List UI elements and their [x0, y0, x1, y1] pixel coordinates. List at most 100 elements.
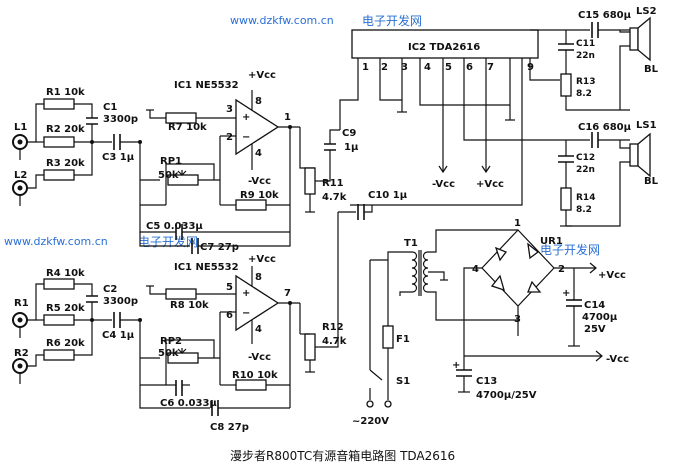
r2-jack — [12, 358, 28, 374]
c9-symbol — [324, 143, 336, 151]
ic2-pin-5: 5 — [445, 62, 452, 73]
r2-label: R2 20k — [46, 124, 85, 135]
c12-symbol — [558, 155, 574, 163]
c16-symbol — [591, 132, 599, 148]
l1-jack — [12, 134, 28, 150]
r9-body — [235, 199, 267, 211]
r9-label: R9 10k — [240, 190, 279, 201]
r13-value: 8.2 — [576, 89, 592, 99]
ic2-body — [351, 29, 539, 59]
c14-label: C14 — [584, 300, 605, 311]
c13-value: 4700µ/25V — [476, 390, 537, 401]
ic1b-pin-out: 7 — [284, 288, 291, 299]
c1-symbol — [86, 117, 98, 125]
ic1a-label: IC1 NE5532 — [174, 80, 239, 91]
s1-label: S1 — [396, 376, 410, 387]
ic1b-pin-neg: 6 — [226, 310, 233, 321]
ic1b-vpos: +Vcc — [248, 254, 276, 265]
r6-body — [43, 349, 75, 361]
ls2-speaker — [629, 16, 651, 62]
r4-label: R4 10k — [46, 268, 85, 279]
ic1a-vneg: -Vcc — [248, 176, 271, 187]
r10-body — [235, 379, 267, 391]
watermark-url-mid: www.dzkfw.com.cn — [4, 235, 108, 248]
c4-label: C4 1µ — [102, 330, 135, 341]
ls1-label: LS1 — [636, 120, 657, 131]
c7-label: C7 27p — [200, 242, 239, 253]
c10-symbol — [357, 204, 365, 220]
ur1-pin-2: 2 — [558, 264, 565, 275]
c4-symbol — [113, 312, 121, 328]
ic1b-pin-vn: 4 — [255, 324, 262, 335]
r8-body — [165, 288, 197, 300]
ls1-bl-label: BL — [644, 176, 659, 187]
s1-switch — [369, 369, 383, 381]
l1-label: L1 — [14, 122, 27, 133]
watermark-cn-top: 电子开发网 — [362, 13, 422, 28]
ic1a-opamp — [235, 98, 280, 156]
ic1a-pin-neg: 2 — [226, 132, 233, 143]
rp2-label: RP2 — [160, 336, 182, 347]
ls2-label: LS2 — [636, 6, 657, 17]
c1-value: 3300p — [103, 114, 138, 125]
rp2-value: 50k — [158, 348, 179, 359]
ic1a-vpos: +Vcc — [248, 70, 276, 81]
r2-input-label: R2 — [14, 348, 29, 359]
ic2-pin-3: 3 — [401, 62, 408, 73]
c2-label: C2 — [103, 284, 117, 295]
rp1-value: 50k — [158, 170, 179, 181]
c16-label: C16 680µ — [578, 122, 632, 133]
r13-label: R13 — [576, 77, 595, 87]
ic2-pin-labels: 1 2 3 4 5 6 7 9 — [362, 62, 534, 73]
r13-body — [560, 73, 572, 97]
ur1-pin-4: 4 — [472, 264, 479, 275]
f1-label: F1 — [396, 334, 410, 345]
c2-value: 3300p — [103, 296, 138, 307]
r3-label: R3 20k — [46, 158, 85, 169]
ps-vneg: -Vcc — [606, 354, 629, 365]
c14-voltage: 25V — [584, 324, 606, 335]
l2-jack — [12, 180, 28, 196]
ic2-pin-c10-lead — [350, 58, 523, 206]
c14-value: 4700µ — [582, 312, 618, 323]
ic2-pin5-vneg: -Vcc — [432, 179, 455, 190]
ur1-pin-1: 1 — [514, 218, 521, 229]
t1-label: T1 — [404, 238, 418, 249]
c10-label: C10 1µ — [368, 190, 408, 201]
ic2-pin6-lead — [463, 58, 560, 141]
ic2-label: IC2 TDA2616 — [408, 42, 480, 53]
ps-vpos: +Vcc — [598, 270, 626, 281]
ic1a-pin-pos: 3 — [226, 104, 233, 115]
c2-symbol — [86, 295, 98, 303]
ls2-bl-label: BL — [644, 64, 659, 75]
ic2-pin-2: 2 — [381, 62, 388, 73]
watermark-cn-right: 电子开发网 — [540, 242, 600, 257]
r5-label: R5 20k — [46, 303, 85, 314]
l2-label: L2 — [14, 170, 27, 181]
svg-text:−: − — [242, 308, 250, 319]
r7-label: R7 10k — [168, 122, 207, 133]
r11-body — [304, 167, 316, 195]
c12-label: C12 — [576, 153, 595, 163]
r10-label: R10 10k — [232, 370, 278, 381]
c1-label: C1 — [103, 102, 117, 113]
c13-label: C13 — [476, 376, 497, 387]
r11-label: R11 — [322, 178, 344, 189]
r12-label: R12 — [322, 322, 344, 333]
ls1-speaker — [629, 132, 651, 178]
r4-body — [43, 278, 75, 290]
c8-label: C8 27p — [210, 422, 249, 433]
r12-value: 4.7k — [322, 336, 347, 347]
c11-value: 22n — [576, 51, 595, 61]
c3-label: C3 1µ — [102, 152, 135, 163]
ic1a-pin-out: 1 — [284, 112, 291, 123]
r5-body — [43, 314, 75, 326]
watermark-cn-mid: 电子开发网 — [138, 234, 198, 249]
ic2-pin-1: 1 — [362, 62, 369, 73]
ur1-label: UR1 — [540, 236, 563, 247]
svg-text:−: − — [242, 132, 250, 143]
r14-body — [560, 187, 572, 211]
ic2-pin9-lead — [529, 58, 560, 81]
ic1a-pin-vp: 8 — [255, 96, 262, 107]
